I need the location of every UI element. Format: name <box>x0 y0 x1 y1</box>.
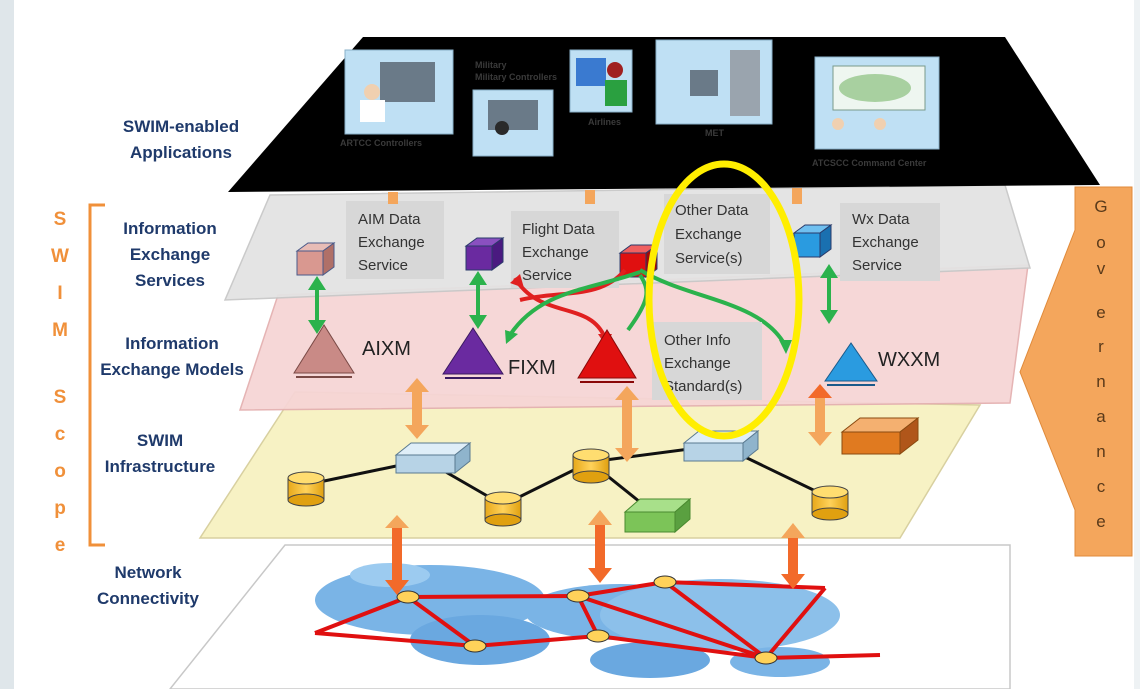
scope-letter-m: M <box>52 320 68 341</box>
gov-letter-e2: e <box>1096 512 1105 531</box>
triangle-fixm <box>442 327 504 379</box>
caption-command-center: ATCSCC Command Center <box>812 158 927 168</box>
service-model-arrows <box>308 264 838 334</box>
triangle-other <box>577 329 637 383</box>
app-met-picture: MET <box>655 39 773 138</box>
cube-wx <box>792 224 833 258</box>
model-infra-arrows <box>405 378 832 462</box>
gov-letter-a: a <box>1096 407 1106 426</box>
service-box-aim <box>346 201 444 279</box>
service-aim-line-2: Exchange <box>358 234 425 251</box>
other-info-line-2: Exchange <box>664 355 731 372</box>
other-info-line-3: Standard(s) <box>664 378 742 395</box>
layer-labels: SWIM-enabled Applications Information Ex… <box>97 117 244 608</box>
service-flight-line-3: Service <box>522 267 572 284</box>
service-other-line-3: Service(s) <box>675 250 743 267</box>
gov-letter-c: c <box>1097 477 1106 496</box>
scope-letter-e: e <box>55 535 66 556</box>
scope-letter-c: c <box>55 424 66 445</box>
label-infra-2: Infrastructure <box>105 457 216 476</box>
governance-letters: G o v e r n a n c e <box>1094 197 1107 531</box>
highlight-ellipse <box>645 160 803 440</box>
service-aim-line-3: Service <box>358 257 408 274</box>
model-label-aixm: AIXM <box>362 338 411 360</box>
scope-letter-p: p <box>54 498 66 519</box>
cube-flight <box>464 237 505 271</box>
scope-letters: S W I M S c o p e <box>51 209 69 556</box>
triangle-aixm <box>293 324 355 378</box>
app-military-picture: Military Military Controllers <box>472 60 557 157</box>
label-models-2: Exchange Models <box>100 360 244 379</box>
service-boxes <box>346 194 940 288</box>
infra-db-4 <box>811 485 849 521</box>
service-flight-line-2: Exchange <box>522 244 589 261</box>
model-label-fixm: FIXM <box>508 357 556 379</box>
infra-network-arrows <box>385 510 805 595</box>
caption-military-2: Military Controllers <box>475 72 557 82</box>
caption-airlines: Airlines <box>588 117 621 127</box>
cube-aim <box>295 242 336 276</box>
gov-letter-r: r <box>1098 337 1104 356</box>
scope-letter-w: W <box>51 246 69 267</box>
service-wx-line-2: Exchange <box>852 234 919 251</box>
service-wx-line-1: Wx Data <box>852 211 910 228</box>
label-network-2: Connectivity <box>97 589 200 608</box>
gov-letter-e: e <box>1096 303 1105 322</box>
left-edge <box>0 0 14 689</box>
infra-green-box <box>623 497 692 534</box>
caption-artcc: ARTCC Controllers <box>340 138 422 148</box>
label-network-1: Network <box>114 563 182 582</box>
gov-letter-v: v <box>1097 259 1106 278</box>
infra-orange-box <box>840 416 920 456</box>
label-services-3: Services <box>135 271 205 290</box>
infra-db-2 <box>484 491 522 527</box>
model-triangles <box>293 324 878 386</box>
service-texts: AIM Data Exchange Service Flight Data Ex… <box>358 202 919 284</box>
triangle-wxxm <box>824 342 878 386</box>
service-box-other <box>664 194 770 274</box>
caption-military-1: Military <box>475 60 507 70</box>
service-other-line-1: Other Data <box>675 202 749 219</box>
scope-bracket <box>88 203 105 547</box>
infra-db-1 <box>287 471 325 507</box>
app-command-center-picture: ATCSCC Command Center <box>812 56 940 168</box>
network-nodes <box>396 575 778 665</box>
governance-arrow <box>1019 186 1133 557</box>
scope-letter-o: o <box>54 461 66 482</box>
scope-letter-s: S <box>54 209 67 230</box>
other-info-line-1: Other Info <box>664 332 731 349</box>
other-info-box <box>652 322 762 400</box>
caption-met: MET <box>705 128 725 138</box>
network-links <box>314 580 881 660</box>
label-models-1: Information <box>125 334 219 353</box>
app-service-stubs <box>388 188 802 204</box>
infra-devices <box>287 416 920 534</box>
service-box-flight <box>511 211 619 288</box>
gov-letter-o: o <box>1096 233 1105 252</box>
app-artcc-picture: ARTCC Controllers <box>340 49 454 148</box>
gov-letter-n2: n <box>1096 442 1105 461</box>
infra-db-3 <box>572 448 610 484</box>
model-label-wxxm: WXXM <box>878 349 940 371</box>
label-apps-2: Applications <box>130 143 232 162</box>
infra-switch-1 <box>394 441 472 475</box>
app-airlines-picture: Airlines <box>569 49 633 127</box>
service-flight-line-1: Flight Data <box>522 221 595 238</box>
gov-letter-g: G <box>1094 197 1107 216</box>
label-infra-1: SWIM <box>137 431 183 450</box>
label-services-1: Information <box>123 219 217 238</box>
service-wx-line-3: Service <box>852 257 902 274</box>
app-pictures: ARTCC Controllers Military Military Cont… <box>340 39 940 168</box>
service-aim-line-1: AIM Data <box>358 211 421 228</box>
gov-letter-n: n <box>1096 372 1105 391</box>
service-box-wx <box>840 203 940 281</box>
label-services-2: Exchange <box>130 245 210 264</box>
service-other-line-2: Exchange <box>675 226 742 243</box>
scope-letter-s2: S <box>54 387 67 408</box>
label-apps-1: SWIM-enabled <box>123 117 239 136</box>
scope-letter-i: I <box>57 283 62 304</box>
